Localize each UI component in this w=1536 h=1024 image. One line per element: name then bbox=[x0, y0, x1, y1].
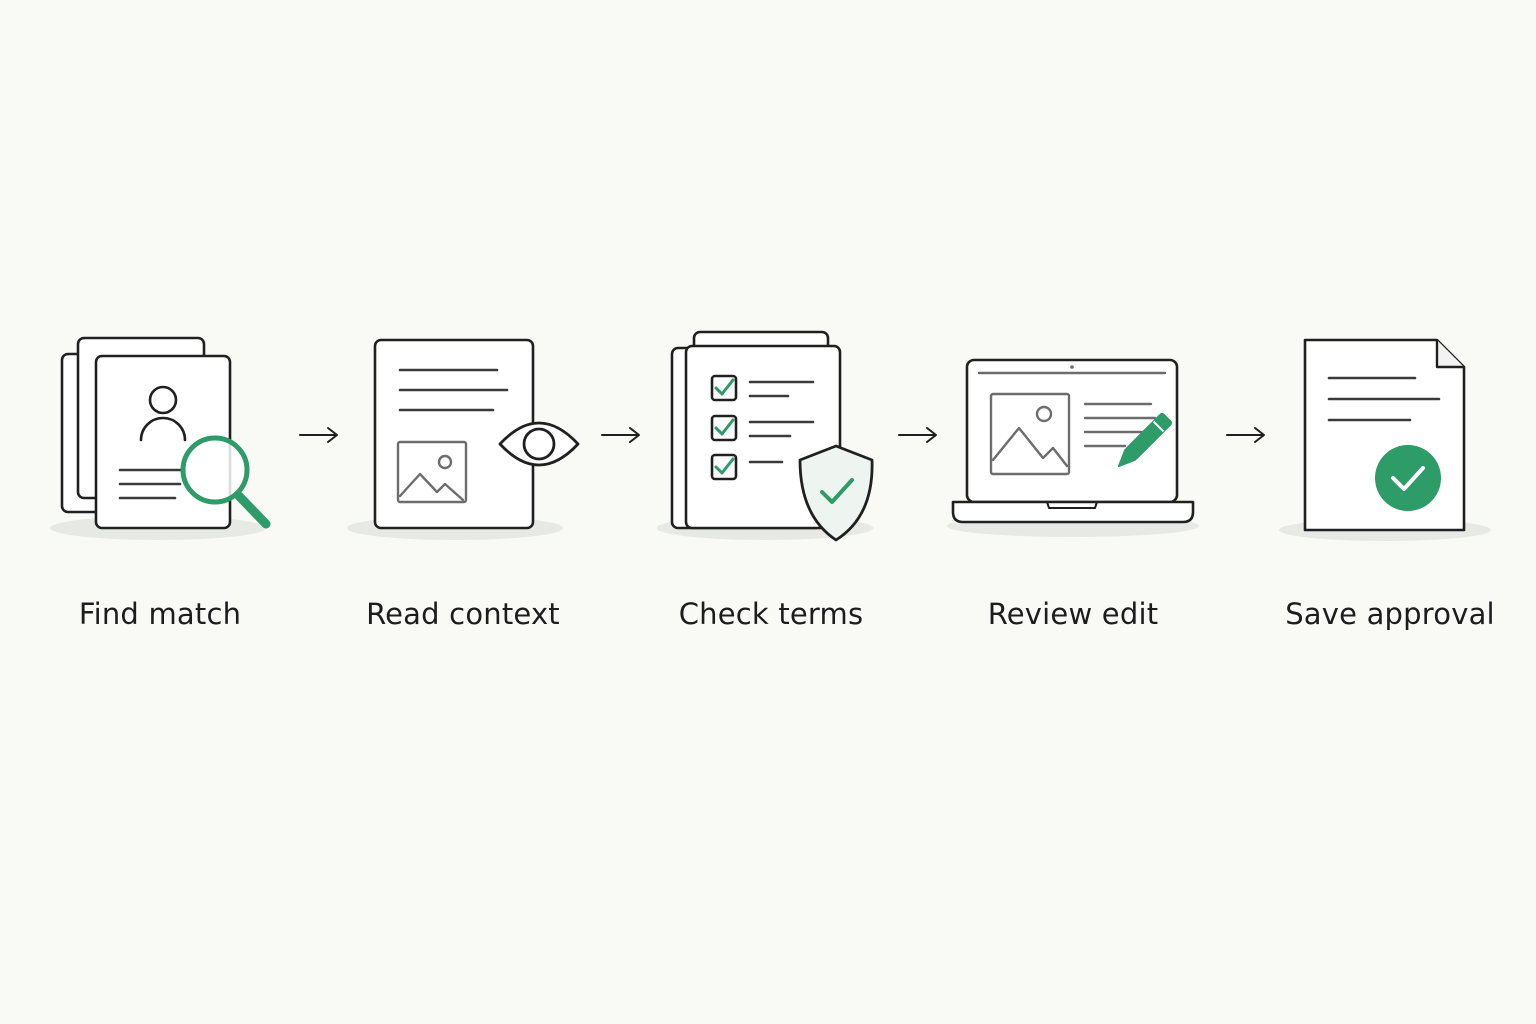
document-approved-icon bbox=[1279, 338, 1491, 541]
step-label-review-edit: Review edit bbox=[987, 597, 1159, 631]
document-view-icon bbox=[347, 338, 580, 540]
step-label-save-approval: Save approval bbox=[1285, 597, 1495, 631]
document-search-icon bbox=[50, 336, 271, 540]
step-label-read-context: Read context bbox=[366, 597, 560, 631]
laptop-edit-icon bbox=[947, 358, 1199, 537]
checklist-shield-icon bbox=[657, 330, 874, 542]
step-label-find-match: Find match bbox=[78, 597, 242, 631]
arrow-right-icon bbox=[601, 427, 640, 443]
step-label-check-terms: Check terms bbox=[678, 597, 864, 631]
arrow-right-icon bbox=[898, 427, 937, 443]
arrow-right-icon bbox=[299, 427, 338, 443]
arrow-right-icon bbox=[1226, 427, 1265, 443]
